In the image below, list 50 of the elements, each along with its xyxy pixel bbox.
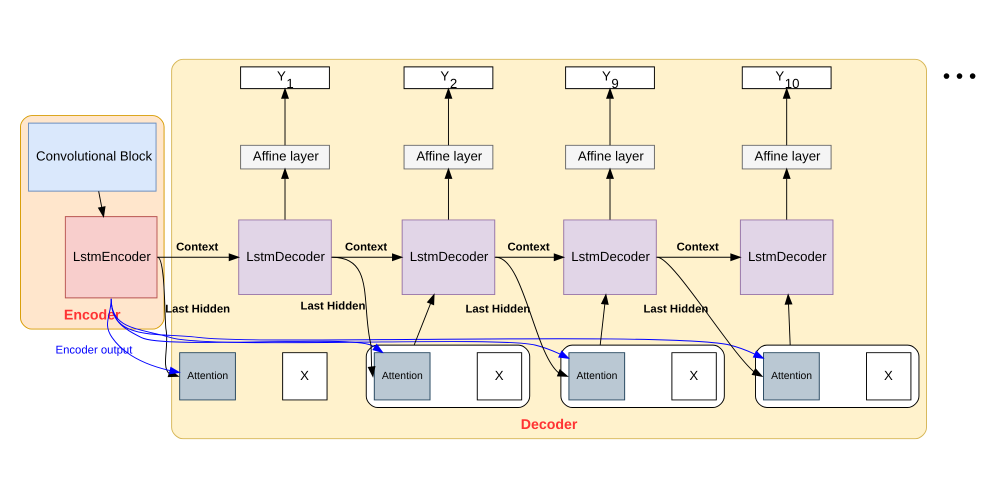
arrow	[606, 86, 614, 146]
node-box: LstmDecoder	[402, 218, 496, 295]
node-box: X	[476, 352, 522, 400]
arrow	[107, 298, 181, 374]
arrow	[330, 252, 404, 261]
arrow	[281, 86, 289, 146]
arrow	[110, 298, 765, 358]
node-box: Convolutional Block	[28, 122, 157, 192]
arrow	[606, 167, 614, 220]
node-box: LstmDecoder	[740, 218, 834, 295]
node-box: Attention	[763, 352, 820, 400]
edge-label: Context	[176, 240, 218, 253]
arrow	[156, 252, 240, 261]
arrow	[414, 292, 435, 346]
arrow	[110, 298, 570, 358]
arrow	[495, 256, 569, 376]
node-box: Affine layer	[742, 144, 832, 169]
arrow	[784, 292, 793, 346]
label: • • •	[942, 64, 976, 88]
node-box: Affine layer	[565, 144, 655, 169]
edge-label: Last Hidden	[165, 303, 230, 316]
arrow	[656, 252, 742, 261]
node-box: X	[282, 352, 328, 400]
node-box: X	[866, 352, 912, 400]
cluster	[755, 344, 920, 408]
arrow	[656, 256, 764, 377]
node-box: Affine layer	[404, 144, 494, 169]
edge-label: Context	[345, 240, 388, 253]
edge-label: Context	[508, 240, 550, 253]
arrow	[782, 86, 791, 146]
arrow	[332, 256, 376, 378]
arrow	[444, 167, 452, 220]
node-box: LstmEncoder	[64, 216, 158, 298]
arrow	[782, 167, 791, 220]
node-box: X	[671, 352, 717, 400]
edge-label: Context	[676, 240, 719, 253]
arrow	[494, 252, 566, 261]
edge-label: Last Hidden	[300, 300, 366, 312]
arrow	[98, 190, 106, 218]
cluster	[560, 344, 725, 408]
arrow	[600, 292, 609, 346]
node-box: Attention	[179, 352, 236, 400]
arrow	[444, 86, 452, 146]
node-box: LstmDecoder	[563, 218, 657, 295]
arrow	[281, 167, 289, 220]
node-box: Attention	[374, 352, 430, 400]
node-box: Affine layer	[240, 144, 330, 169]
node-box: LstmDecoder	[238, 218, 332, 295]
arrow	[110, 298, 384, 353]
node-box: Attention	[568, 352, 626, 400]
